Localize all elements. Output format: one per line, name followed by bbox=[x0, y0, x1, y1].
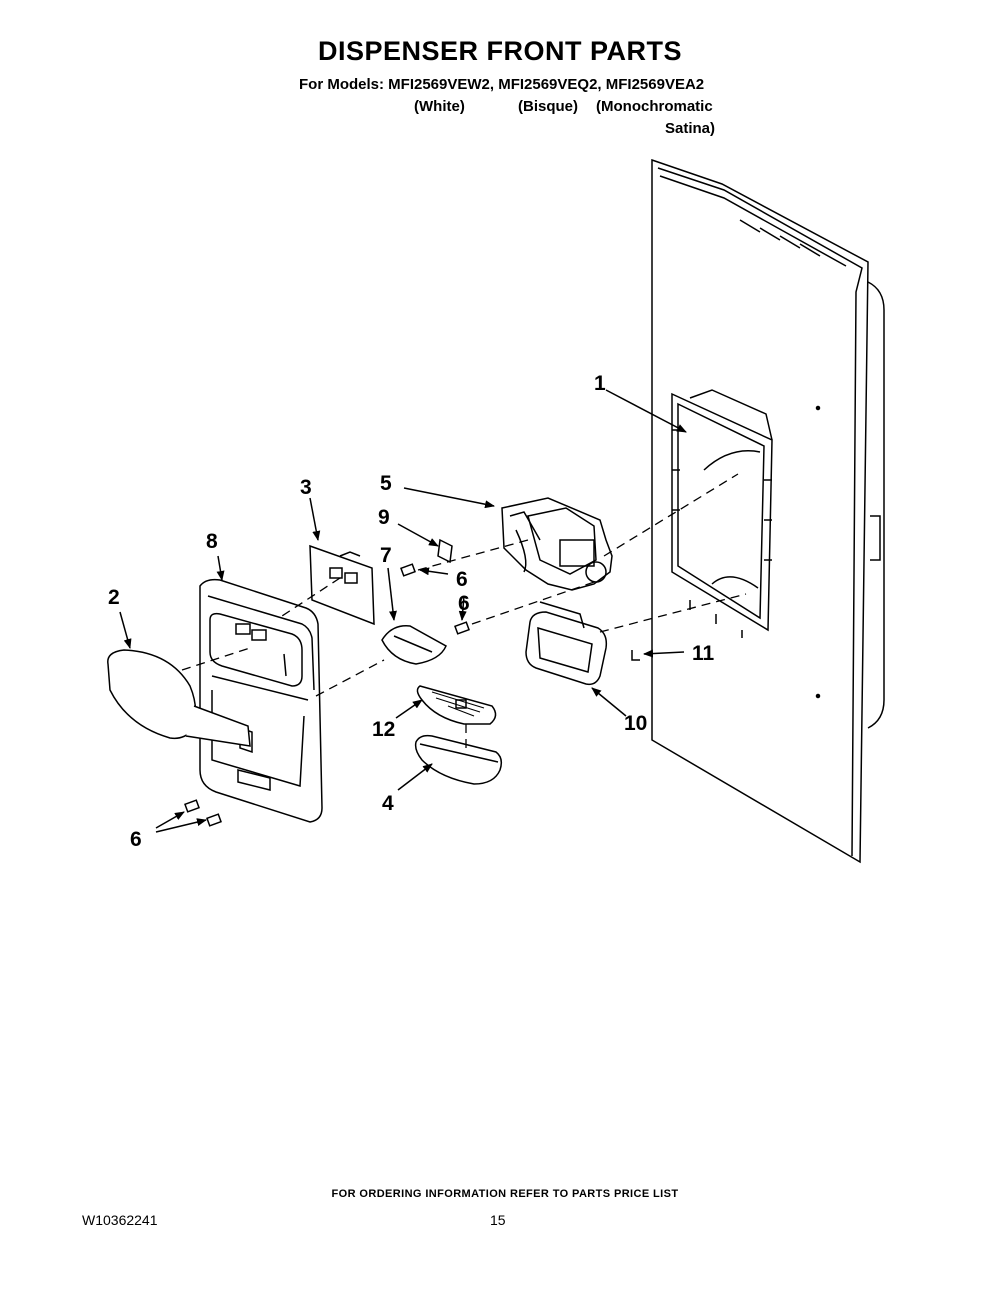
assembly-lines bbox=[181, 473, 747, 754]
callout-11: 11 bbox=[692, 642, 715, 665]
callout-12: 12 bbox=[372, 718, 395, 741]
callout-2: 2 bbox=[108, 586, 120, 609]
page-title: DISPENSER FRONT PARTS bbox=[317, 36, 683, 66]
callout-9: 9 bbox=[378, 506, 390, 529]
callout-labels: 1 2 3 4 5 6 6 6 7 8 9 10 11 12 bbox=[108, 372, 715, 851]
callout-8: 8 bbox=[206, 530, 218, 553]
callout-7: 7 bbox=[380, 544, 392, 567]
variant-bisque: (Bisque) bbox=[518, 98, 578, 115]
callout-1: 1 bbox=[594, 372, 606, 395]
spring-clip bbox=[631, 650, 640, 661]
dispenser-lens bbox=[107, 649, 251, 747]
callout-6b: 6 bbox=[458, 592, 470, 615]
dispenser-front-cover bbox=[199, 578, 323, 823]
callout-3: 3 bbox=[300, 476, 312, 499]
page-number: 15 bbox=[490, 1212, 506, 1228]
ice-chute-trim bbox=[381, 625, 447, 665]
drip-tray bbox=[414, 734, 503, 785]
callout-6c: 6 bbox=[130, 828, 142, 851]
dispenser-actuator bbox=[501, 497, 613, 591]
dispenser-housing bbox=[671, 389, 773, 638]
callout-6a: 6 bbox=[456, 568, 468, 591]
document-number: W10362241 bbox=[82, 1212, 158, 1228]
models-line: For Models: MFI2569VEW2, MFI2569VEQ2, MF… bbox=[299, 76, 705, 93]
variant-white: (White) bbox=[414, 98, 465, 115]
control-board bbox=[309, 544, 375, 626]
variant-monochromatic: (Monochromatic bbox=[596, 98, 713, 115]
drip-tray-grille bbox=[416, 685, 497, 725]
leader-lines bbox=[119, 389, 687, 833]
callout-5: 5 bbox=[380, 472, 392, 495]
callout-4: 4 bbox=[382, 792, 394, 815]
variant-satina: Satina) bbox=[665, 120, 716, 137]
callout-10: 10 bbox=[624, 712, 647, 735]
screws bbox=[184, 538, 470, 827]
dispenser-paddle bbox=[525, 601, 608, 686]
ordering-note: FOR ORDERING INFORMATION REFER TO PARTS … bbox=[331, 1188, 679, 1200]
